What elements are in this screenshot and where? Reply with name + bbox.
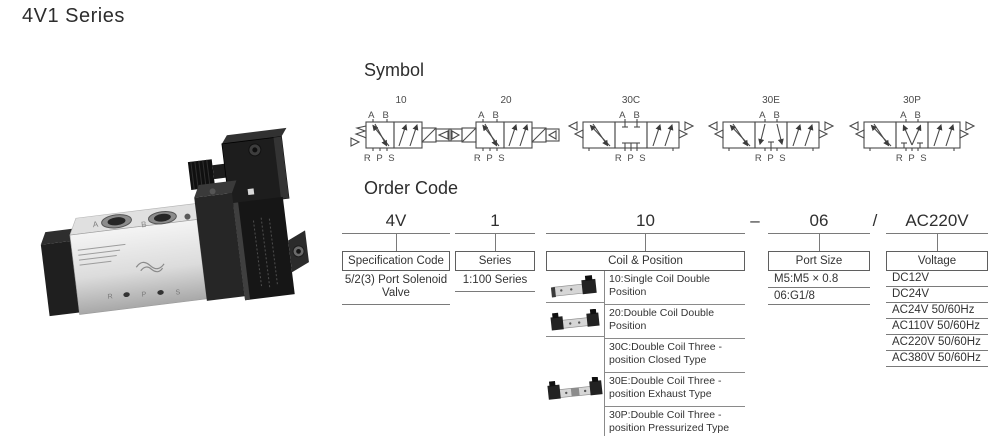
svg-text:R P S: R P S: [755, 153, 787, 164]
svg-text:A B: A B: [478, 110, 502, 121]
coil-photo-three-position: [546, 339, 604, 436]
port-size-connector-line: [818, 234, 820, 251]
brand-logo: [135, 261, 165, 273]
pilot-block-top: [194, 180, 237, 198]
valve-photo-group: A B R P S: [40, 127, 309, 317]
voltage-option-ac220v: AC220V 50/60Hz: [886, 335, 988, 351]
coil-row-20: 20:Double Coil Double Position: [604, 305, 745, 339]
svg-text:A B: A B: [759, 110, 783, 121]
voltage-connector-line: [936, 234, 938, 251]
series-label-box: Series: [455, 251, 535, 271]
order-code-heading: Order Code: [364, 178, 459, 198]
port-p-marking: P: [141, 291, 147, 299]
port-a-marking: A: [92, 220, 99, 230]
pilot-block: [194, 193, 245, 301]
symbol-10-label: 10: [395, 95, 407, 106]
order-col-coil-position: 10 Coil & Position 10:Single Coil Double…: [546, 210, 745, 436]
end-cap: [40, 241, 80, 317]
coil-photo-single: [546, 271, 604, 303]
svg-text:A B: A B: [619, 110, 643, 121]
coil-label-text-lines: [252, 217, 278, 288]
voltage-option-ac110v: AC110V 50/60Hz: [886, 319, 988, 335]
port-size-option-06: 06:G1/8: [768, 288, 870, 305]
spec-connector-line: [395, 234, 397, 251]
coil-code-value: 10: [546, 210, 745, 234]
symbol-30p-diagram: A B R P S: [848, 110, 976, 164]
svg-text:R P S: R P S: [474, 153, 506, 164]
symbol-30e-diagram: A B R P S: [707, 110, 835, 164]
voltage-option-ac24v: AC24V 50/60Hz: [886, 303, 988, 319]
order-col-series: 1 Series 1:100 Series: [455, 210, 535, 292]
coil-connector-line: [645, 234, 646, 251]
svg-text:A B: A B: [368, 110, 392, 121]
series-description: 1:100 Series: [455, 271, 535, 292]
port-r-marking: R: [107, 293, 113, 301]
symbol-30c: 30C A B R P S: [567, 95, 695, 164]
symbol-heading: Symbol: [364, 60, 425, 80]
symbol-30c-diagram: A B R P S: [567, 110, 695, 164]
port-size-label-box: Port Size: [768, 251, 870, 271]
symbol-30e-label: 30E: [762, 95, 780, 106]
port-size-code-value: 06: [768, 210, 870, 234]
svg-text:R P S: R P S: [615, 153, 647, 164]
page-title: 4V1 Series: [22, 5, 125, 27]
symbol-20: 20 A B R P S: [448, 95, 564, 164]
voltage-code-value: AC220V: [886, 210, 988, 234]
symbol-20-diagram: A B R P S: [448, 110, 560, 164]
coil-row-30p: 30P:Double Coil Three -position Pressuri…: [604, 407, 745, 436]
symbol-20-label: 20: [500, 95, 512, 106]
series-code-value: 1: [455, 210, 535, 234]
spec-code-value: 4V: [342, 210, 450, 234]
coil-row-30e: 30E:Double Coil Three -position Exhaust …: [604, 373, 745, 407]
symbol-30e: 30E A B R P S: [707, 95, 835, 164]
voltage-label-box: Voltage: [886, 251, 988, 271]
symbol-30c-label: 30C: [621, 95, 641, 106]
coil-row-10: 10:Single Coil Double Position: [604, 271, 745, 305]
coil-label-box: Coil & Position: [546, 251, 745, 271]
voltage-option-ac380v: AC380V 50/60Hz: [886, 351, 988, 367]
coil-photo-double: [546, 305, 604, 337]
spec-label-box: Specification Code: [342, 251, 450, 271]
order-code-slash: /: [872, 211, 878, 230]
symbol-10-diagram: A B R P S: [350, 110, 452, 164]
solenoid-coil: [233, 196, 295, 301]
product-photo: A B R P S: [40, 127, 309, 317]
order-col-port-size: 06 Port Size M5:M5 × 0.8 06:G1/8: [768, 210, 870, 305]
svg-text:R P S: R P S: [364, 153, 396, 164]
body-front-face: [69, 219, 207, 315]
port-size-option-m5: M5:M5 × 0.8: [768, 271, 870, 288]
coil-position-table: 10:Single Coil Double Position 20:Double…: [546, 271, 745, 436]
spec-description: 5/2(3) Port Solenoid Valve: [342, 271, 450, 305]
svg-text:R P S: R P S: [896, 153, 928, 164]
model-label: [77, 243, 126, 266]
symbol-30p: 30P A B R P S: [848, 95, 976, 164]
voltage-option-dc12v: DC12V: [886, 271, 988, 287]
voltage-option-dc24v: DC24V: [886, 287, 988, 303]
symbol-10: 10 A B R P S: [348, 95, 454, 164]
din-connector: [187, 127, 290, 206]
order-code-dash: –: [750, 211, 760, 230]
order-col-specification: 4V Specification Code 5/2(3) Port Soleno…: [342, 210, 450, 305]
series-connector-line: [494, 234, 496, 251]
svg-text:A B: A B: [900, 110, 924, 121]
coil-row-30c: 30C:Double Coil Three -position Closed T…: [604, 339, 745, 373]
symbol-30p-label: 30P: [903, 95, 921, 106]
end-cap-top: [40, 228, 76, 245]
order-col-voltage: AC220V Voltage DC12V DC24V AC24V 50/60Hz…: [886, 210, 988, 367]
port-s-marking: S: [175, 289, 181, 297]
port-b-marking: B: [141, 220, 147, 230]
